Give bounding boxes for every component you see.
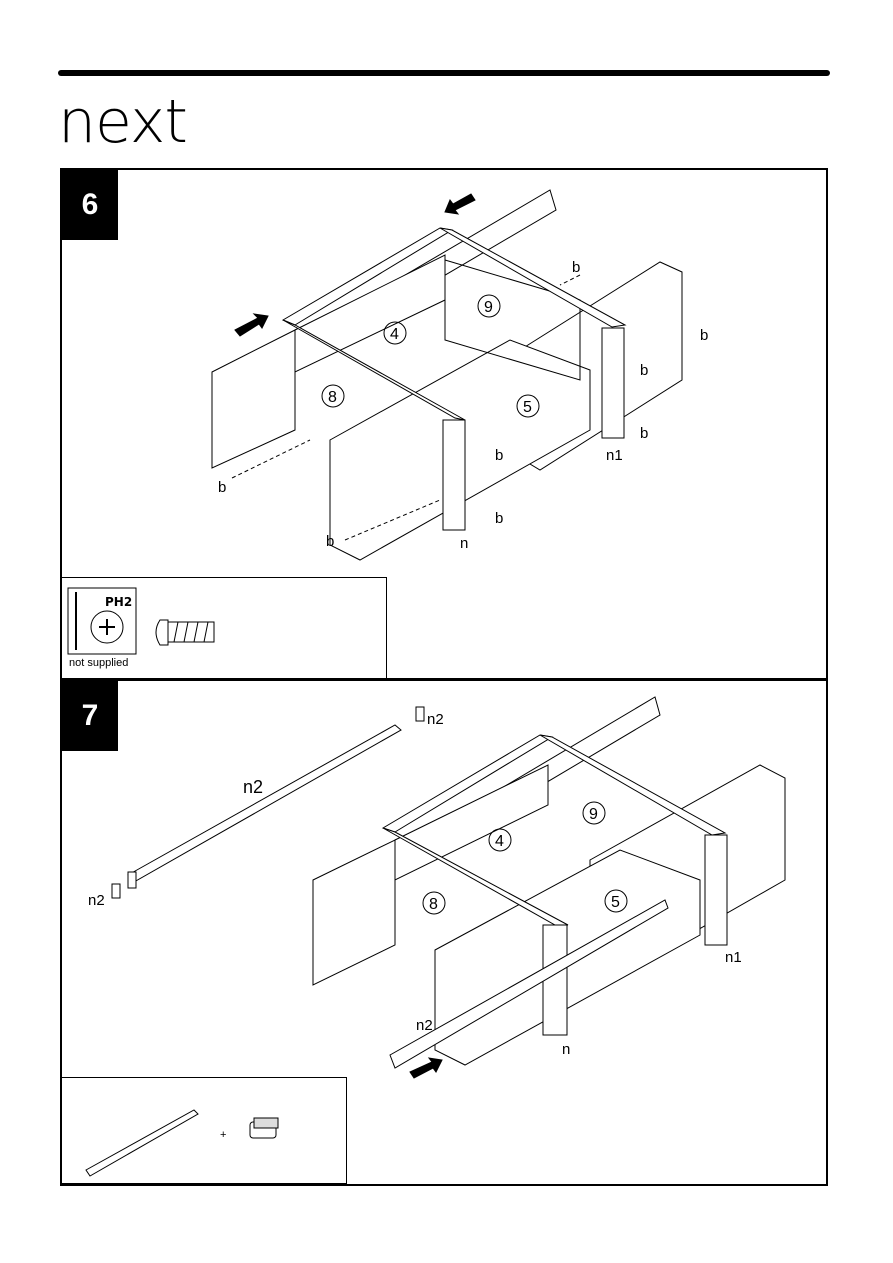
- step-6-tool-box: [60, 577, 387, 680]
- step7-rail-label: n2: [416, 1017, 433, 1034]
- step6-bar-label-n1: n1: [606, 447, 623, 464]
- screw-icon: [155, 619, 215, 646]
- rail-part-icon: [85, 1109, 199, 1177]
- tool-bit-label: PH2: [105, 595, 132, 609]
- step6-part-label-4: 4: [390, 326, 399, 343]
- step6-screw-label: b: [640, 425, 648, 442]
- header-rule: [58, 70, 830, 76]
- step6-screw-label: b: [640, 362, 648, 379]
- step6-screw-label: b: [495, 447, 503, 464]
- step7-bar-label-n: n: [562, 1041, 570, 1058]
- instruction-frame: [60, 168, 828, 1186]
- step7-part-label-9: 9: [589, 806, 598, 823]
- screwdriver-icon: [67, 587, 137, 655]
- step6-screw-label: b: [495, 510, 503, 527]
- step7-rail-label: n2: [427, 711, 444, 728]
- step7-part-label-4: 4: [495, 833, 504, 850]
- step6-screw-label: b: [700, 327, 708, 344]
- step-7-parts-box: [60, 1077, 347, 1184]
- tool-note: not supplied: [69, 657, 128, 669]
- step-6-number: 6: [62, 170, 118, 240]
- step6-part-label-8: 8: [328, 389, 337, 406]
- step7-rail-label: n2: [243, 777, 263, 797]
- brand-logo: next: [58, 87, 188, 157]
- step6-screw-label: b: [218, 479, 226, 496]
- step6-bar-label-n: n: [460, 535, 468, 552]
- step-divider: [60, 678, 827, 681]
- step-7-diagram: [111, 696, 786, 1079]
- step6-part-label-9: 9: [484, 299, 493, 316]
- step6-screw-label: b: [572, 259, 580, 276]
- step-6-diagram: [211, 189, 683, 561]
- end-cap-part-icon: [249, 1117, 279, 1139]
- step7-bar-label-n1: n1: [725, 949, 742, 966]
- step6-part-label-5: 5: [523, 399, 532, 416]
- step7-rail-label: n2: [88, 892, 105, 909]
- step7-part-label-8: 8: [429, 896, 438, 913]
- step6-screw-label: b: [326, 533, 334, 550]
- step-7-number: 7: [62, 681, 118, 751]
- step7-part-label-5: 5: [611, 894, 620, 911]
- plus-sign: +: [220, 1129, 226, 1141]
